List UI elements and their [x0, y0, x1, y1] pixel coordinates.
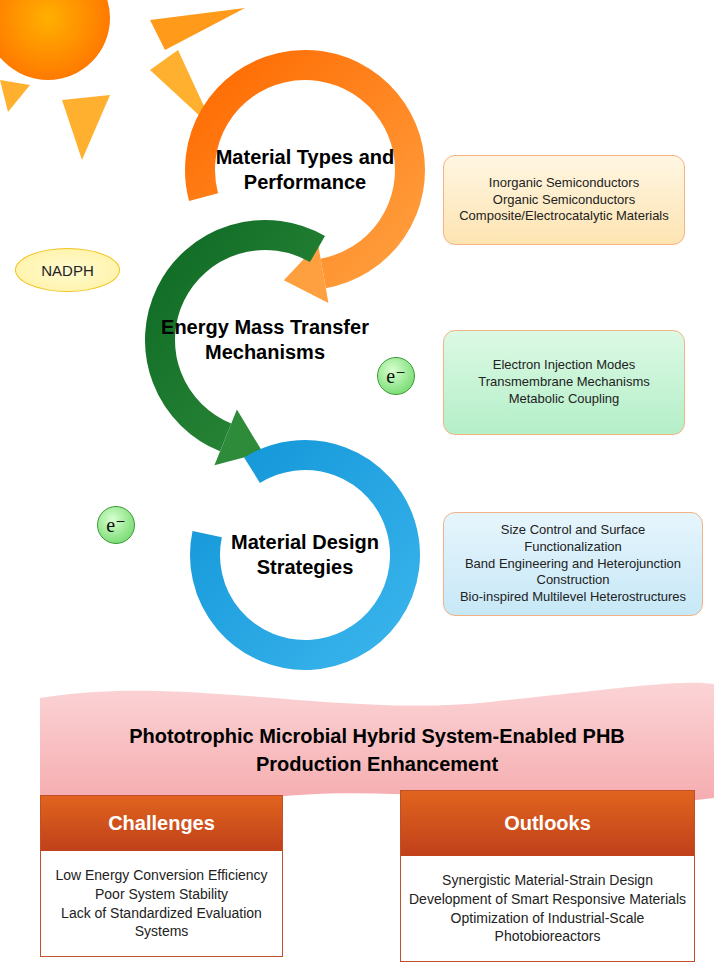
- list-item: Optimization of Industrial-Scale Photobi…: [407, 909, 688, 947]
- list-item: Low Energy Conversion Efficiency: [55, 866, 267, 885]
- pill-text: e⁻: [386, 364, 405, 388]
- ring-title: Energy Mass Transfer Mechanisms: [135, 315, 395, 365]
- ring-arc: [135, 210, 395, 470]
- list-item: Composite/Electrocatalytic Materials: [459, 208, 669, 225]
- sun-ray: [62, 95, 110, 160]
- ring-title: Material Types and Performance: [190, 145, 420, 195]
- electron-circle: e⁻: [97, 506, 135, 544]
- list-item: Poor System Stability: [95, 885, 228, 904]
- list-item: Inorganic Semiconductors: [489, 175, 639, 192]
- list-item: Organic Semiconductors: [493, 192, 635, 209]
- ring-label-area: Energy Mass Transfer Mechanisms: [135, 210, 395, 470]
- list-item: Transmembrane Mechanisms: [478, 374, 649, 391]
- ring-label-area: Material Design Strategies: [175, 425, 435, 685]
- ring-stroke: [205, 455, 405, 655]
- list-item: Bio-inspired Multilevel Heterostructures: [460, 589, 686, 606]
- sun-ray: [150, 8, 245, 50]
- challenges-box: ChallengesLow Energy Conversion Efficien…: [40, 795, 283, 957]
- list-item: Synergistic Material-Strain Design: [442, 871, 653, 890]
- list-item: Electron Injection Modes: [493, 357, 635, 374]
- list-item: Size Control and Surface Functionalizati…: [454, 522, 692, 556]
- band-title: Phototrophic Microbial Hybrid System-Ena…: [97, 722, 657, 778]
- pill-text: e⁻: [106, 513, 125, 537]
- sun-ray: [0, 80, 30, 112]
- list-item: Metabolic Coupling: [509, 391, 620, 408]
- header-bar: Challenges: [41, 796, 282, 851]
- section-heading: Challenges: [108, 812, 215, 835]
- ring-title: Material Design Strategies: [205, 530, 405, 580]
- sun-disc: [0, 0, 110, 80]
- nadph-ellipse: NADPH: [15, 248, 120, 292]
- outlooks-box: OutlooksSynergistic Material-Strain Desi…: [400, 790, 695, 962]
- pill-text: NADPH: [41, 262, 94, 279]
- section-heading: Outlooks: [504, 812, 591, 835]
- electron-circle: e⁻: [377, 357, 415, 395]
- body-panel: Low Energy Conversion EfficiencyPoor Sys…: [41, 851, 282, 956]
- transfer-mechanisms-box: Electron Injection ModesTransmembrane Me…: [443, 330, 685, 435]
- header-bar: Outlooks: [401, 791, 694, 856]
- blue-cycle-ring: Material Design Strategies: [175, 425, 435, 685]
- list-item: Development of Smart Responsive Material…: [409, 890, 686, 909]
- material-types-box: Inorganic SemiconductorsOrganic Semicond…: [443, 155, 685, 245]
- body-panel: Synergistic Material-Strain DesignDevelo…: [401, 856, 694, 961]
- list-item: Lack of Standardized Evaluation Systems: [47, 904, 276, 942]
- green-cycle-ring: Energy Mass Transfer Mechanisms: [135, 210, 395, 470]
- ring-arc: [175, 425, 435, 685]
- design-strategies-box: Size Control and Surface Functionalizati…: [443, 512, 703, 616]
- band-label-area: Phototrophic Microbial Hybrid System-Ena…: [40, 722, 714, 778]
- list-item: Band Engineering and Heterojunction Cons…: [454, 556, 692, 590]
